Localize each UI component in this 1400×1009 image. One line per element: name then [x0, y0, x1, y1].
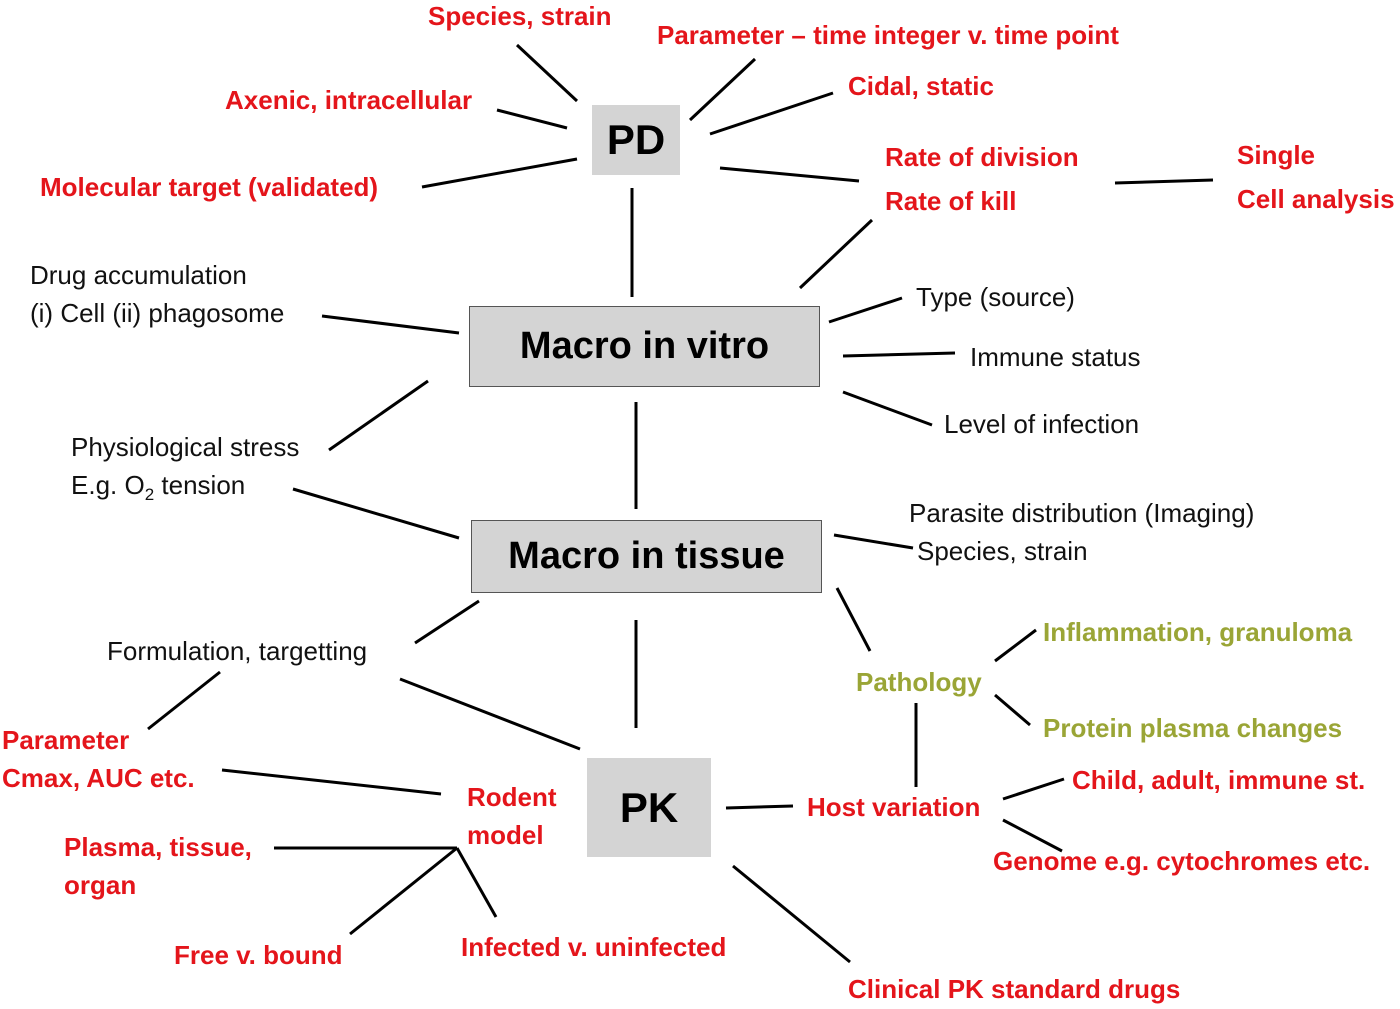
- connector-line: [292, 487, 460, 540]
- macro-in-tissue-node: Macro in tissue: [471, 520, 822, 593]
- pd-node: PD: [592, 105, 680, 175]
- connector-line: [349, 846, 458, 936]
- pk-node-label: PK: [619, 783, 679, 831]
- macro-in-vitro-node: Macro in vitro: [469, 306, 820, 387]
- label-genome: Genome e.g. cytochromes etc.: [993, 846, 1371, 876]
- connector-line: [833, 533, 914, 550]
- label-formulation-targetting: Formulation, targetting: [107, 636, 368, 666]
- label-plasma-line1: Plasma, tissue,: [64, 832, 252, 862]
- label-clinical-pk: Clinical PK standard drugs: [848, 974, 1181, 1004]
- label-parasite-distribution: Parasite distribution (Imaging): [909, 498, 1255, 528]
- connector-line: [719, 166, 860, 183]
- connector-line: [725, 804, 794, 810]
- label-physiological-stress: Physiological stress E.g. O2 tension: [71, 428, 299, 504]
- connector-line: [221, 768, 442, 796]
- label-free-v-bound: Free v. bound: [174, 940, 343, 970]
- connector-line: [321, 314, 460, 335]
- label-type-source: Type (source): [916, 282, 1075, 312]
- label-parameter-line1: Parameter: [2, 725, 130, 755]
- label-o2-tension: E.g. O2 tension: [71, 466, 299, 504]
- label-inflammation-granuloma: Inflammation, granuloma: [1043, 617, 1353, 647]
- macro-in-vitro-label: Macro in vitro: [519, 325, 770, 367]
- label-immune-status: Immune status: [970, 342, 1141, 372]
- connector-line: [828, 296, 903, 324]
- connector-line: [709, 91, 834, 136]
- label-level-of-infection: Level of infection: [944, 409, 1140, 439]
- connector-line: [732, 864, 851, 964]
- connector-line: [455, 847, 498, 918]
- connector-line: [835, 587, 872, 652]
- connector-line: [421, 157, 578, 189]
- connector-line: [688, 57, 757, 122]
- label-plasma-line2: organ: [64, 870, 137, 900]
- connector-line: [496, 108, 568, 130]
- connector-line: [147, 670, 221, 731]
- o2-suffix: tension: [154, 470, 246, 500]
- label-pathology: Pathology: [856, 667, 982, 697]
- label-parameter-line2: Cmax, AUC etc.: [2, 763, 195, 793]
- label-drug-accumulation-line2: (i) Cell (ii) phagosome: [30, 298, 285, 328]
- label-rate-of-kill: Rate of kill: [885, 186, 1017, 216]
- connector-line: [399, 677, 581, 751]
- connector-line: [515, 43, 579, 103]
- label-infected-v-uninfected: Infected v. uninfected: [461, 932, 727, 962]
- label-cell-analysis: Cell analysis: [1237, 184, 1395, 214]
- connector-line: [328, 379, 429, 452]
- label-single: Single: [1237, 140, 1316, 170]
- label-host-variation: Host variation: [807, 792, 981, 822]
- connector-line: [1002, 777, 1065, 801]
- label-model: model: [467, 820, 544, 850]
- label-parameter-pk: Parameter Cmax, AUC etc.: [2, 721, 195, 797]
- connector-line: [842, 390, 933, 427]
- pk-node: PK: [587, 758, 711, 857]
- connector-line: [994, 693, 1031, 727]
- connector-line: [1002, 818, 1063, 853]
- connector-line: [798, 218, 874, 290]
- label-plasma-tissue-organ: Plasma, tissue, organ: [64, 828, 252, 904]
- label-drug-accumulation: Drug accumulation (i) Cell (ii) phagosom…: [30, 256, 284, 332]
- o2-subscript: 2: [144, 485, 155, 505]
- label-child-adult: Child, adult, immune st.: [1072, 765, 1366, 795]
- o2-prefix: E.g. O: [71, 470, 145, 500]
- label-rate-of-division: Rate of division: [885, 142, 1079, 172]
- label-drug-accumulation-line1: Drug accumulation: [30, 260, 247, 290]
- connector-line: [414, 599, 480, 645]
- label-protein-plasma-changes: Protein plasma changes: [1043, 713, 1343, 743]
- label-rodent-model: Rodent model: [467, 778, 557, 854]
- connector-line: [842, 351, 956, 358]
- connector-line: [1114, 178, 1214, 185]
- label-species-strain-tissue: Species, strain: [917, 536, 1088, 566]
- label-physiological-stress-line1: Physiological stress: [71, 432, 300, 462]
- macro-in-tissue-label: Macro in tissue: [508, 535, 785, 577]
- pd-node-label: PD: [606, 116, 666, 163]
- label-parameter-time: Parameter – time integer v. time point: [657, 20, 1119, 50]
- label-molecular-target: Molecular target (validated): [40, 172, 379, 202]
- label-cidal-static: Cidal, static: [848, 71, 994, 101]
- label-species-strain-pd: Species, strain: [428, 1, 612, 31]
- label-axenic-intracellular: Axenic, intracellular: [225, 85, 473, 115]
- label-rodent: Rodent: [467, 782, 557, 812]
- connector-line: [994, 628, 1037, 663]
